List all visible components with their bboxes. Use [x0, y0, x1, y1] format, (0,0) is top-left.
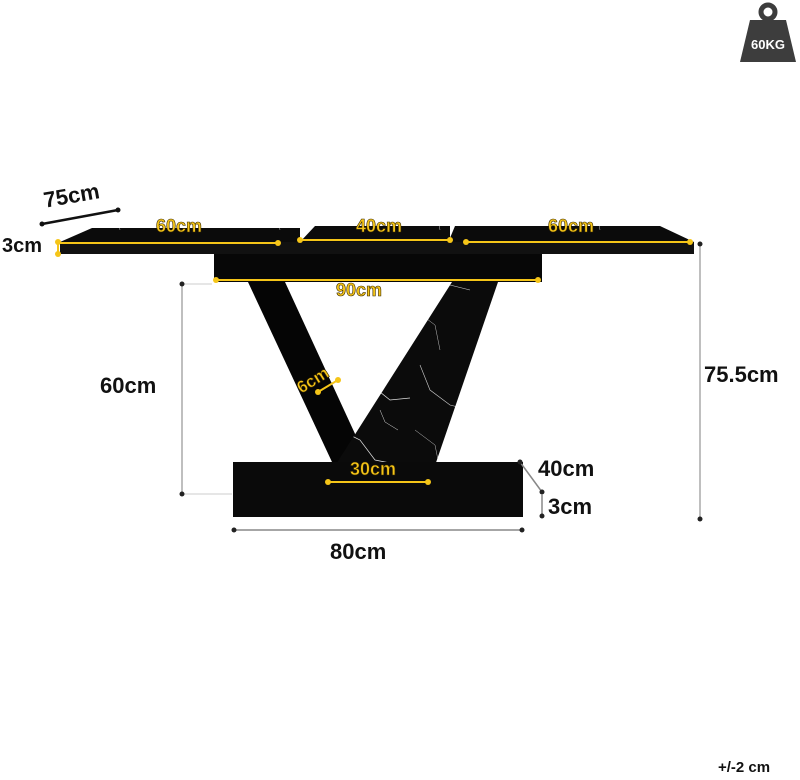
- apron-width-label: 90cm: [336, 280, 383, 300]
- top-thickness-label: 3cm: [2, 235, 43, 257]
- base-thickness-label: 3cm: [548, 494, 593, 519]
- base-plate: [233, 462, 523, 517]
- center-leaf-label: 40cm: [356, 216, 403, 236]
- base-width-label: 80cm: [330, 539, 387, 564]
- apron: [214, 254, 542, 282]
- right-leg: [326, 282, 498, 480]
- top-edge: [60, 242, 694, 254]
- total-height-label: 75.5cm: [704, 362, 779, 387]
- weight-label: 60KG: [751, 37, 785, 52]
- left-leaf-label: 60cm: [156, 216, 203, 236]
- leg-height-label: 60cm: [100, 373, 157, 398]
- leg-base-width-label: 30cm: [350, 459, 397, 479]
- left-leg: [248, 282, 368, 462]
- weight-icon: [740, 2, 796, 62]
- tolerance-note: +/-2 cm: [718, 759, 771, 776]
- base-depth-label: 40cm: [538, 456, 595, 481]
- right-leaf-label: 60cm: [548, 216, 595, 236]
